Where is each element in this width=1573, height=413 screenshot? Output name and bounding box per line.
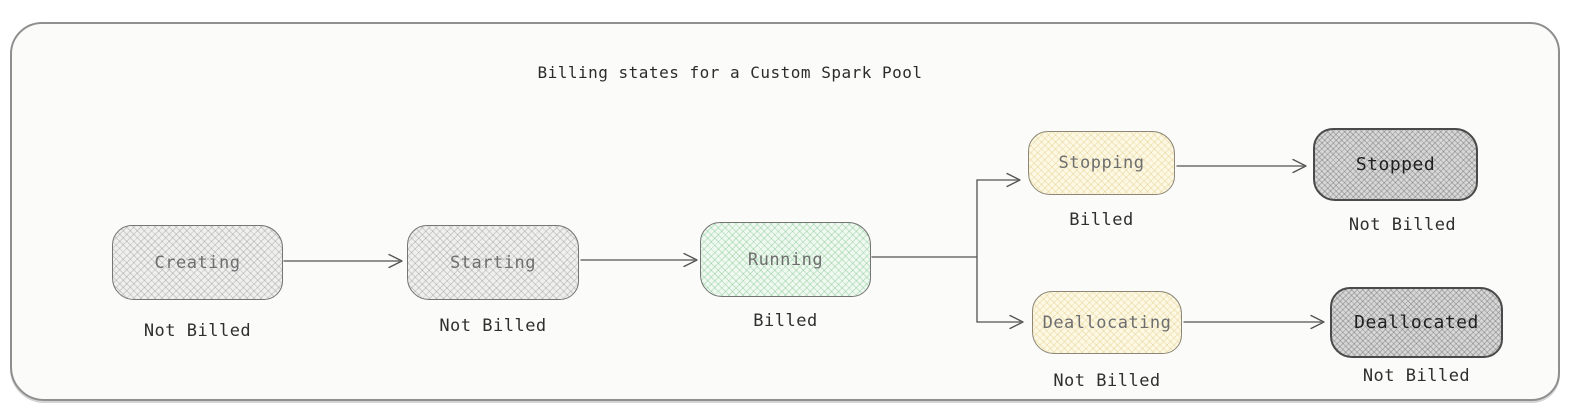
- state-node-stopping: Stopping: [1028, 131, 1175, 195]
- state-node-running: Running: [700, 222, 871, 297]
- state-node-deallocating: Deallocating: [1032, 291, 1182, 354]
- state-node-deallocated: Deallocated: [1330, 287, 1503, 358]
- billing-label-deallocated: Not Billed: [1362, 366, 1471, 386]
- billing-label-starting: Not Billed: [439, 316, 547, 336]
- state-label-stopping: Stopping: [1058, 153, 1145, 173]
- diagram-title: Billing states for a Custom Spark Pool: [537, 63, 923, 82]
- state-label-deallocated: Deallocated: [1354, 312, 1479, 333]
- state-node-stopped: Stopped: [1313, 128, 1478, 201]
- billing-label-creating: Not Billed: [143, 321, 252, 341]
- state-label-running: Running: [747, 249, 824, 270]
- state-node-starting: Starting: [407, 225, 579, 300]
- state-label-starting: Starting: [450, 252, 536, 273]
- state-label-deallocating: Deallocating: [1042, 312, 1172, 333]
- state-label-stopped: Stopped: [1355, 154, 1436, 175]
- billing-label-deallocating: Not Billed: [1053, 371, 1161, 391]
- billing-label-stopping: Billed: [1069, 210, 1134, 230]
- billing-label-running: Billed: [753, 311, 818, 331]
- diagram-frame: [10, 22, 1560, 401]
- state-label-creating: Creating: [154, 252, 241, 273]
- billing-label-stopped: Not Billed: [1348, 215, 1457, 235]
- state-node-creating: Creating: [112, 225, 283, 300]
